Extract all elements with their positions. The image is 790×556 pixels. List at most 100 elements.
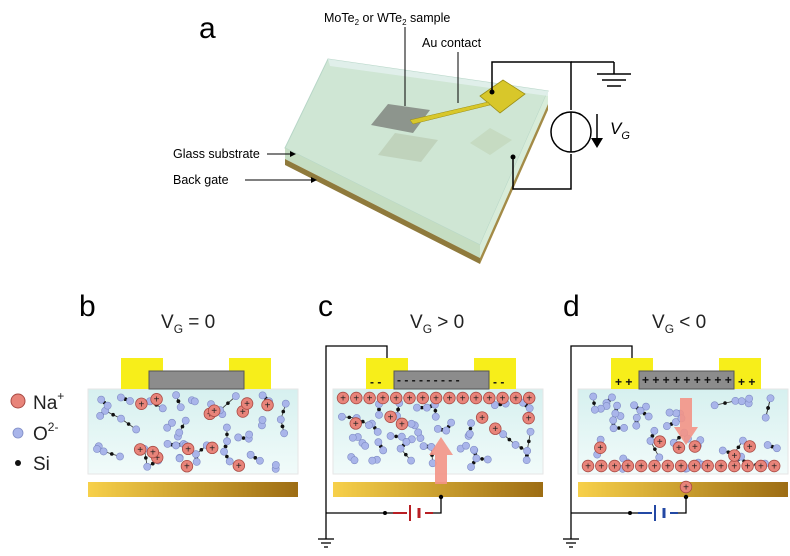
oxygen-ion bbox=[117, 415, 124, 422]
sodium-ion-charge: + bbox=[745, 462, 751, 473]
panel-a: a bbox=[173, 11, 631, 264]
sodium-ion-charge: + bbox=[747, 442, 753, 453]
sodium-ion-charge: + bbox=[154, 395, 160, 406]
oxygen-ion bbox=[524, 447, 531, 454]
sodium-ion-charge: + bbox=[500, 394, 506, 405]
back-gate-label: Back gate bbox=[173, 173, 229, 187]
si-atom bbox=[723, 401, 727, 405]
oxygen-ion bbox=[369, 457, 376, 464]
si-atom bbox=[127, 422, 131, 426]
si-atom bbox=[677, 436, 681, 440]
panel-c-condition: VG > 0 bbox=[410, 312, 464, 336]
si-atom bbox=[617, 426, 621, 430]
oxygen-ion bbox=[612, 410, 619, 417]
sodium-ion-charge: + bbox=[771, 462, 777, 473]
si-atom bbox=[225, 433, 229, 437]
oxygen-ion bbox=[512, 441, 519, 448]
oxygen-ion bbox=[633, 414, 640, 421]
si-atom bbox=[377, 408, 381, 412]
legend-o-label: O2- bbox=[33, 420, 58, 445]
sodium-ion-charge: + bbox=[353, 394, 359, 405]
oxygen-ion bbox=[608, 394, 615, 401]
vg-label: VG bbox=[610, 119, 630, 142]
sodium-ion-charge: + bbox=[683, 483, 689, 494]
panel-c: c VG > 0 +++++++++++++++++++++- -- -- - … bbox=[318, 290, 543, 547]
back-gate bbox=[88, 482, 298, 497]
legend-o-marker bbox=[13, 428, 23, 438]
oxygen-ion bbox=[159, 405, 166, 412]
si-atom bbox=[225, 455, 229, 459]
contact-charge-right: - - bbox=[493, 375, 504, 389]
oxygen-ion bbox=[523, 457, 530, 464]
sodium-ion-charge: + bbox=[460, 394, 466, 405]
sodium-ion-charge: + bbox=[380, 394, 386, 405]
sodium-ion-charge: + bbox=[638, 462, 644, 473]
si-atom bbox=[508, 438, 512, 442]
vg-arrow-head bbox=[591, 138, 603, 148]
sodium-ion-charge: + bbox=[244, 399, 250, 410]
oxygen-ion bbox=[220, 448, 227, 455]
oxygen-ion bbox=[663, 422, 670, 429]
sodium-ion-charge: + bbox=[691, 462, 697, 473]
sodium-ion-charge: + bbox=[479, 413, 485, 424]
si-atom bbox=[396, 408, 400, 412]
oxygen-ion bbox=[193, 458, 200, 465]
au-contact-label: Au contact bbox=[422, 36, 482, 50]
oxygen-ion bbox=[380, 447, 387, 454]
sodium-ion-charge: + bbox=[420, 394, 426, 405]
sodium-ion-charge: + bbox=[446, 394, 452, 405]
oxygen-ion bbox=[226, 458, 233, 465]
oxygen-ion bbox=[191, 398, 198, 405]
oxygen-ion bbox=[767, 395, 774, 402]
si-atom bbox=[181, 425, 185, 429]
sample-channel bbox=[149, 371, 244, 389]
oxygen-ion bbox=[272, 461, 279, 468]
oxygen-ion bbox=[365, 422, 372, 429]
si-atom bbox=[200, 448, 204, 452]
oxygen-ion bbox=[651, 427, 658, 434]
oxygen-ion bbox=[591, 406, 598, 413]
si-atom bbox=[281, 425, 285, 429]
sodium-ion-charge: + bbox=[265, 401, 271, 412]
oxygen-ion bbox=[338, 413, 345, 420]
oxygen-ion bbox=[133, 426, 140, 433]
oxygen-ion bbox=[711, 402, 718, 409]
si-atom bbox=[226, 401, 230, 405]
oxygen-ion bbox=[172, 392, 179, 399]
si-atom bbox=[111, 413, 115, 417]
oxygen-ion bbox=[420, 442, 427, 449]
oxygen-ion bbox=[633, 422, 640, 429]
oxygen-ion bbox=[630, 402, 637, 409]
sodium-ion-charge: + bbox=[184, 462, 190, 473]
bias-wire-right bbox=[425, 497, 441, 513]
oxygen-ion bbox=[281, 430, 288, 437]
panel-d-condition: VG < 0 bbox=[652, 312, 706, 336]
panel-b-condition: VG = 0 bbox=[161, 312, 215, 336]
sodium-ion-charge: + bbox=[185, 444, 191, 455]
sodium-ion-charge: + bbox=[407, 394, 413, 405]
oxygen-ion bbox=[172, 442, 179, 449]
gate-node bbox=[511, 155, 516, 160]
oxygen-ion bbox=[413, 404, 420, 411]
panel-b-letter: b bbox=[79, 290, 96, 323]
oxygen-ion bbox=[467, 463, 474, 470]
oxygen-ion bbox=[362, 442, 369, 449]
oxygen-ion bbox=[117, 394, 124, 401]
sample-charges: + + + + + + + + + bbox=[642, 373, 732, 387]
wire-node bbox=[383, 511, 387, 515]
sodium-ion-charge: + bbox=[718, 462, 724, 473]
oxygen-ion bbox=[144, 463, 151, 470]
oxygen-ion bbox=[397, 445, 404, 452]
oxygen-ion bbox=[104, 402, 111, 409]
sodium-ion-charge: + bbox=[692, 442, 698, 453]
oxygen-ion bbox=[223, 438, 230, 445]
sodium-ion-charge: + bbox=[399, 419, 405, 430]
sodium-ion-charge: + bbox=[526, 394, 532, 405]
si-atom bbox=[469, 427, 473, 431]
oxygen-ion bbox=[176, 429, 183, 436]
si-atom bbox=[480, 457, 484, 461]
wire-node bbox=[628, 511, 632, 515]
oxygen-ion bbox=[126, 397, 133, 404]
sodium-ion-charge: + bbox=[705, 462, 711, 473]
sodium-ion-charge: + bbox=[598, 462, 604, 473]
